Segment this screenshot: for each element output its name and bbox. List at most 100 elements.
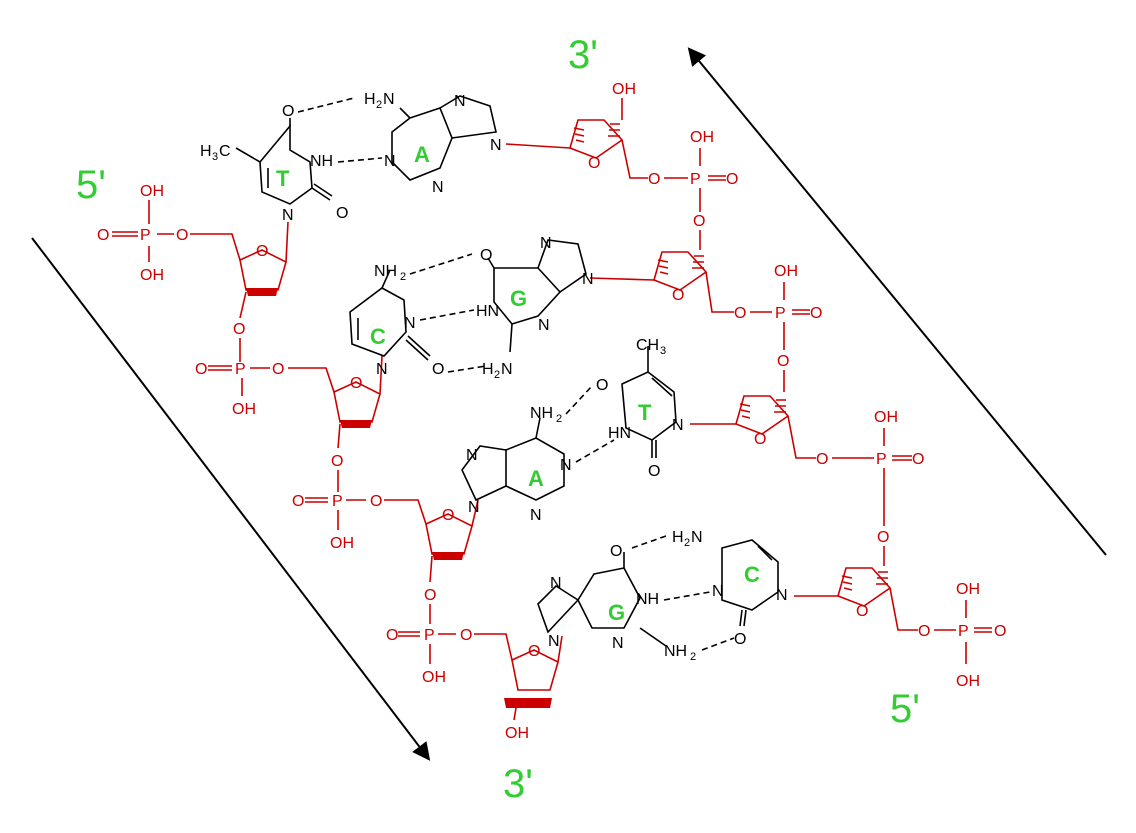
end-label-5prime-left: 5' [76,163,106,207]
svg-text:O: O [331,453,343,470]
svg-text:N: N [612,635,624,652]
left-backbone: OH OH O P O O O O P O OH O O O P O OH O [97,183,563,742]
svg-text:OH: OH [956,581,980,598]
svg-text:NH: NH [530,405,553,422]
svg-text:HN: HN [476,303,499,320]
svg-text:N: N [550,575,562,592]
svg-text:NH: NH [636,591,659,608]
svg-text:O: O [734,631,746,648]
svg-text:OH: OH [690,129,714,146]
svg-text:O: O [195,361,207,378]
base-letter-a1: A [414,142,430,167]
end-label-3prime-top: 3' [568,33,598,77]
svg-text:OH: OH [774,263,798,280]
svg-text:O: O [672,287,684,304]
svg-text:O: O [528,643,540,660]
svg-text:C: C [219,143,231,160]
svg-text:2: 2 [376,99,382,111]
svg-text:O: O [734,305,746,322]
svg-text:N: N [548,633,560,650]
base-letter-t1: T [276,166,290,191]
base-pair-4-g-c: O NH N N N NH 2 H 2 N N N O [537,529,788,663]
svg-text:N: N [712,583,724,600]
svg-text:O: O [432,361,444,378]
svg-text:2: 2 [690,651,696,663]
left-strand-direction-arrow [31,237,431,761]
svg-text:N: N [672,417,684,434]
svg-text:O: O [877,529,889,546]
svg-text:O: O [256,243,268,260]
svg-text:2: 2 [556,413,562,425]
svg-text:2: 2 [400,271,406,283]
svg-text:OH: OH [874,409,898,426]
svg-text:O: O [292,493,304,510]
svg-text:N: N [501,361,513,378]
svg-text:N: N [383,91,395,108]
svg-text:H: H [364,91,376,108]
svg-text:HN: HN [608,425,631,442]
svg-text:P: P [140,227,151,244]
end-label-5prime-right: 5' [890,687,920,731]
svg-text:OH: OH [505,725,529,742]
svg-text:O: O [596,377,608,394]
svg-text:P: P [958,623,969,640]
svg-text:OH: OH [140,183,164,200]
svg-text:2: 2 [684,537,690,549]
svg-text:O: O [726,171,738,188]
svg-text:O: O [693,213,705,230]
svg-text:O: O [97,227,109,244]
end-label-3prime-bottom: 3' [503,762,533,806]
svg-text:O: O [912,451,924,468]
svg-text:NH: NH [310,153,333,170]
base-letter-c2: C [744,562,760,587]
svg-text:O: O [588,155,600,172]
right-backbone: OH O O P O OH O O O P O OH O O [505,81,1006,690]
svg-text:H: H [672,529,684,546]
svg-text:N: N [468,499,480,516]
svg-text:N: N [490,137,502,154]
svg-text:N: N [432,179,444,196]
svg-text:N: N [282,207,294,224]
right-strand-direction-arrow [687,47,1107,556]
svg-text:NH: NH [374,263,397,280]
svg-text:N: N [776,587,788,604]
svg-text:N: N [454,93,466,110]
svg-text:O: O [370,493,382,510]
svg-text:OH: OH [330,535,354,552]
svg-text:O: O [918,623,930,640]
svg-text:O: O [648,171,660,188]
svg-text:P: P [332,493,343,510]
svg-text:O: O [336,205,348,222]
base-letter-g1: G [510,286,527,311]
base-pair-2-c-g: NH 2 N O N O HN N N N H 2 N [349,235,594,381]
svg-text:OH: OH [612,81,636,98]
svg-text:H: H [200,143,212,160]
svg-text:O: O [350,375,362,392]
svg-text:N: N [466,447,478,464]
svg-text:O: O [233,321,245,338]
svg-text:O: O [480,247,492,264]
svg-text:O: O [777,353,789,370]
svg-text:O: O [810,305,822,322]
svg-text:NH: NH [664,643,687,660]
svg-text:N: N [540,235,552,252]
svg-text:P: P [424,627,435,644]
svg-text:OH: OH [140,267,164,284]
svg-text:O: O [994,623,1006,640]
svg-text:P: P [876,451,887,468]
svg-text:N: N [376,361,388,378]
svg-text:O: O [754,431,766,448]
svg-text:O: O [386,627,398,644]
svg-text:CH: CH [636,337,659,354]
svg-text:O: O [176,227,188,244]
svg-text:N: N [538,317,550,334]
svg-text:N: N [691,529,703,546]
svg-text:O: O [424,587,436,604]
svg-text:O: O [648,463,660,480]
svg-text:O: O [610,543,622,560]
svg-text:O: O [282,103,294,120]
svg-text:O: O [816,451,828,468]
base-letter-c1: C [370,324,386,349]
svg-text:O: O [856,603,868,620]
